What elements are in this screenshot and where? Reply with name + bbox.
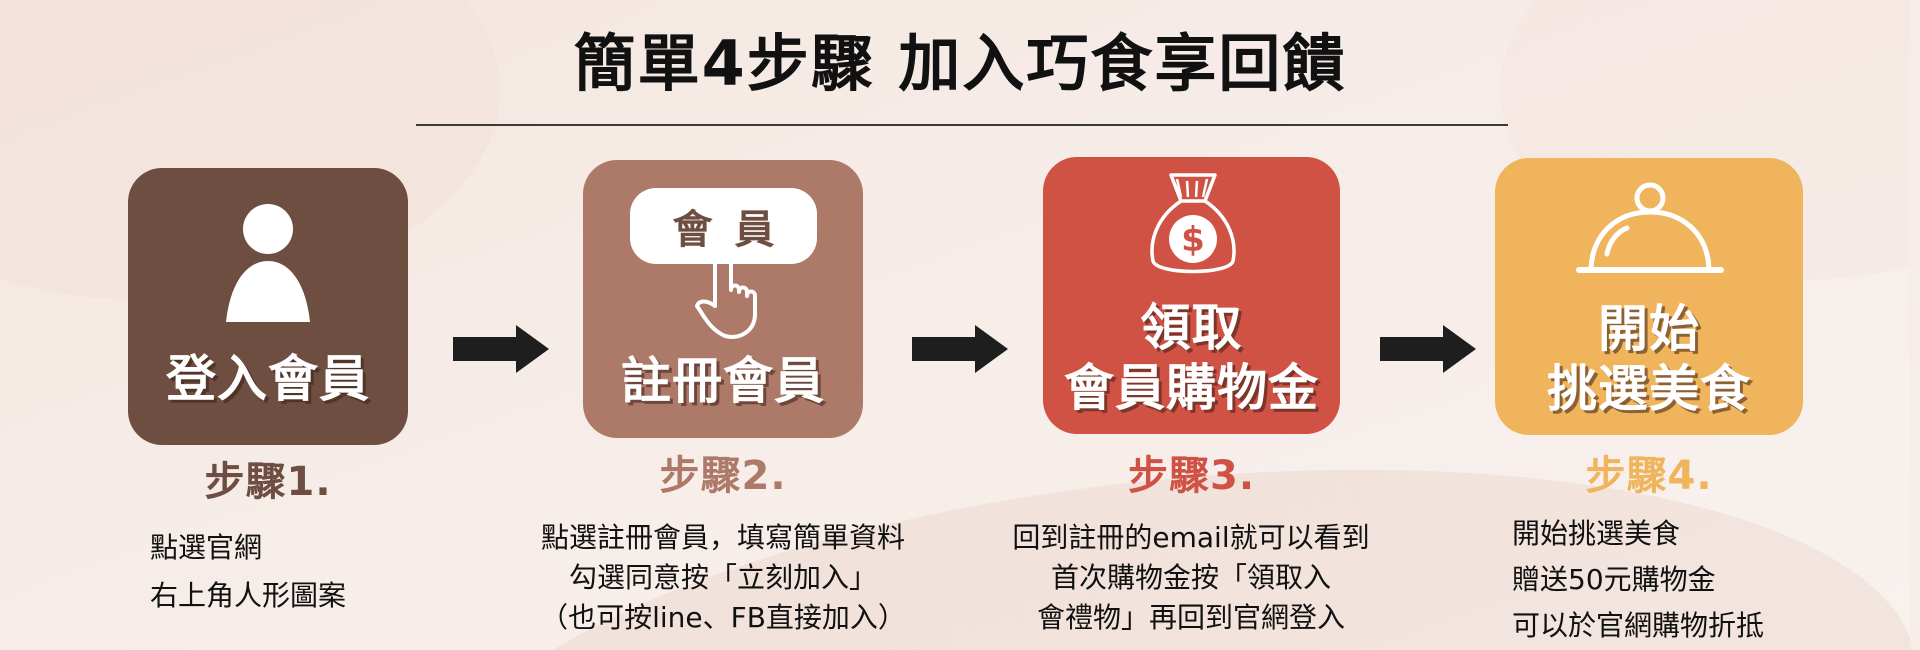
description-line: 回到註冊的email就可以看到: [1012, 521, 1370, 554]
step-3-box-label-line-1: 領取: [1140, 299, 1243, 357]
step-4-description: 開始挑選美食 贈送50元購物金 可以於官網購物折抵: [1512, 514, 1764, 646]
step-4-heading: 步驟4.: [1585, 453, 1713, 499]
step-3-description: 回到註冊的email就可以看到 首次購物金按「領取入 會禮物」再回到官網登入: [951, 518, 1431, 638]
step-2-description: 點選註冊會員，填寫簡單資料 勾選同意按「立刻加入」 （也可按line、FB直接加…: [483, 518, 963, 638]
page-title: 簡單4步驟 加入巧食享回饋: [573, 27, 1347, 100]
step-1-card: 登入會員: [128, 168, 408, 445]
step-3-card: $ 領取 會員購物金: [1043, 157, 1340, 434]
description-line: 點選註冊會員，填寫簡單資料: [540, 521, 905, 554]
step-2-card: 會員 註冊會員: [583, 160, 863, 438]
person-icon: [226, 204, 310, 324]
step-2-box-label: 註冊會員: [621, 352, 825, 410]
title-divider: [416, 124, 1508, 126]
step-4-box-label-line-1: 開始: [1598, 300, 1700, 358]
description-line: （也可按line、FB直接加入）: [540, 601, 906, 634]
description-line: 首次購物金按「領取入: [1050, 561, 1331, 594]
description-line: 會禮物」再回到官網登入: [1036, 601, 1345, 634]
arrow-right-icon: [1380, 325, 1476, 373]
step-3-heading: 步驟3.: [1127, 453, 1256, 499]
description-line: 右上角人形圖案: [150, 579, 347, 612]
description-line: 可以於官網購物折抵: [1512, 609, 1765, 642]
description-line: 點選官網: [150, 531, 263, 564]
step-1-description: 點選官網 右上角人形圖案: [150, 528, 346, 616]
food-cloche-icon: [1575, 180, 1725, 276]
svg-text:$: $: [1181, 220, 1205, 260]
pointing-hand-icon: [693, 260, 763, 340]
step-1-heading: 步驟1.: [204, 459, 332, 505]
step-3-box-label-line-2: 會員購物金: [1064, 359, 1319, 417]
member-button-icon: 會員: [630, 188, 817, 264]
step-4-card: 開始 挑選美食: [1495, 158, 1803, 435]
step-1-box-label: 登入會員: [166, 350, 370, 408]
money-bag-icon: $: [1147, 171, 1239, 277]
description-line: 贈送50元購物金: [1512, 563, 1716, 596]
background-edge: [1910, 0, 1920, 650]
arrow-right-icon: [453, 325, 549, 373]
step-2-heading: 步驟2.: [659, 453, 787, 499]
description-line: 勾選同意按「立刻加入」: [568, 561, 877, 594]
step-4-box-label-line-2: 挑選美食: [1547, 360, 1751, 418]
arrow-right-icon: [912, 325, 1008, 373]
description-line: 開始挑選美食: [1512, 517, 1681, 550]
